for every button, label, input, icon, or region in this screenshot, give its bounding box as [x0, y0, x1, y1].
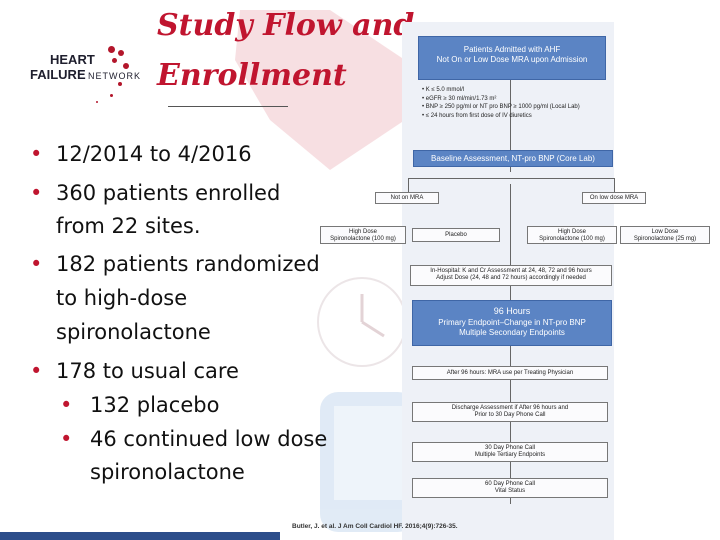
logo-line-heart: HEART: [50, 52, 95, 67]
flow-high-dose-right-line2: Spironolactone (100 mg): [539, 236, 605, 242]
bullet-text: from 22 sites.: [56, 214, 201, 238]
flow-on-low-dose-box: On low dose MRA: [582, 192, 646, 204]
flow-criteria-item: • eGFR ≥ 30 ml/min/1.73 m²: [422, 95, 497, 102]
flow-after-96-text: After 96 hours: MRA use per Treating Phy…: [446, 370, 574, 376]
flow-60-day-box: 60 Day Phone Call Vital Status: [412, 478, 608, 498]
flow-not-on-mra-box: Not on MRA: [375, 192, 439, 204]
connector: [408, 178, 409, 192]
title-divider: [168, 106, 288, 107]
connector: [408, 178, 614, 179]
sub-bullet-marker: •: [60, 427, 73, 451]
bullet-text: spironolactone: [56, 320, 211, 344]
bullet-text: 12/2014 to 4/2016: [56, 142, 252, 166]
bullet-marker: •: [30, 359, 43, 383]
connector: [510, 80, 511, 172]
bullet-marker: •: [30, 181, 43, 205]
logo-dot: [118, 82, 122, 86]
logo-dot: [118, 50, 124, 56]
flow-discharge-line1: Discharge Assessment if After 96 hours a…: [451, 405, 569, 411]
bullet-marker: •: [30, 142, 43, 166]
logo-dot: [108, 46, 115, 53]
flow-baseline-text: Baseline Assessment, NT-pro BNP (Core La…: [431, 154, 595, 163]
phone-graphic: [320, 392, 416, 532]
sub-bullet-text: spironolactone: [90, 460, 245, 484]
flow-primary-line2: Multiple Secondary Endpoints: [459, 328, 565, 337]
flow-baseline-box: Baseline Assessment, NT-pro BNP (Core La…: [413, 150, 613, 167]
flow-inhospital-line1: In-Hospital: K and Cr Assessment at 24, …: [430, 268, 592, 274]
flow-inhospital-box: In-Hospital: K and Cr Assessment at 24, …: [410, 265, 612, 286]
flow-30-day-box: 30 Day Phone Call Multiple Tertiary Endp…: [412, 442, 608, 462]
flow-low-dose-line1: Low Dose: [651, 229, 679, 235]
logo-dot: [123, 63, 129, 69]
logo-dot: [110, 94, 113, 97]
connector: [614, 178, 615, 192]
flow-criteria: • K ≤ 5.0 mmol/l • eGFR ≥ 30 ml/min/1.73…: [422, 86, 617, 120]
flow-discharge-box: Discharge Assessment if After 96 hours a…: [412, 402, 608, 422]
flow-low-dose-box: Low Dose Spironolactone (25 mg): [620, 226, 710, 244]
flow-low-dose-line2: Spironolactone (25 mg): [633, 236, 697, 242]
bullet-text: 178 to usual care: [56, 359, 239, 383]
flow-admit-line1: Patients Admitted with AHF: [463, 45, 561, 54]
flow-30-day-line1: 30 Day Phone Call: [484, 445, 536, 451]
flow-60-day-line1: 60 Day Phone Call: [484, 481, 536, 487]
flow-high-dose-left-line1: High Dose: [348, 229, 377, 235]
flow-after-96-box: After 96 hours: MRA use per Treating Phy…: [412, 366, 608, 380]
logo-dot: [96, 101, 98, 103]
bullet-text: to high-dose: [56, 286, 188, 310]
flow-96-hours-text: 96 Hours: [493, 306, 531, 316]
bullet-marker: •: [30, 252, 43, 276]
flow-criteria-item: • K ≤ 5.0 mmol/l: [422, 87, 465, 93]
page-title-line2: Enrollment: [157, 58, 347, 93]
flow-high-dose-right-line1: High Dose: [557, 229, 586, 235]
footer-bar: [0, 532, 280, 540]
logo-dot: [112, 58, 117, 63]
page-title-line1: Study Flow and: [157, 8, 415, 43]
flow-criteria-item: • BNP ≥ 250 pg/ml or NT pro BNP ≥ 1000 p…: [422, 104, 580, 110]
flow-high-dose-left-box: High Dose Spironolactone (100 mg): [320, 226, 406, 244]
sub-bullet-text: 132 placebo: [90, 393, 220, 417]
logo-line-network: NETWORK: [88, 71, 141, 81]
sub-bullet-marker: •: [60, 393, 73, 417]
flow-admit-box: Patients Admitted with AHF Not On or Low…: [418, 36, 606, 80]
flow-30-day-line2: Multiple Tertiary Endpoints: [474, 452, 546, 458]
bullet-text: 360 patients enrolled: [56, 181, 281, 205]
flow-on-low-dose-text: On low dose MRA: [589, 195, 639, 201]
flow-inhospital-line2: Adjust Dose (24, 48 and 72 hours) accord…: [436, 275, 586, 281]
flow-criteria-item: • ≤ 24 hours from first dose of IV diure…: [422, 112, 532, 119]
flow-high-dose-right-box: High Dose Spironolactone (100 mg): [527, 226, 617, 244]
flow-96-hours-box: 96 Hours Primary Endpoint–Change in NT-p…: [412, 300, 612, 346]
citation: Butler, J. et al. J Am Coll Cardiol HF. …: [292, 523, 458, 530]
sub-bullet-text: 46 continued low dose: [90, 427, 328, 451]
bullet-text: 182 patients randomized: [56, 252, 320, 276]
flow-placebo-box: Placebo: [412, 228, 500, 242]
flow-discharge-line2: Prior to 30 Day Phone Call: [474, 412, 546, 418]
logo-line-failure: FAILURE: [30, 67, 86, 82]
flow-60-day-line2: Vital Status: [494, 488, 526, 494]
flow-primary-line1: Primary Endpoint–Change in NT-pro BNP: [438, 318, 586, 327]
flow-high-dose-left-line2: Spironolactone (100 mg): [330, 236, 396, 242]
flow-admit-line2: Not On or Low Dose MRA upon Admission: [436, 55, 588, 64]
heart-graphic: [235, 10, 405, 170]
flow-not-on-mra-text: Not on MRA: [390, 195, 424, 201]
flow-placebo-text: Placebo: [445, 232, 467, 238]
